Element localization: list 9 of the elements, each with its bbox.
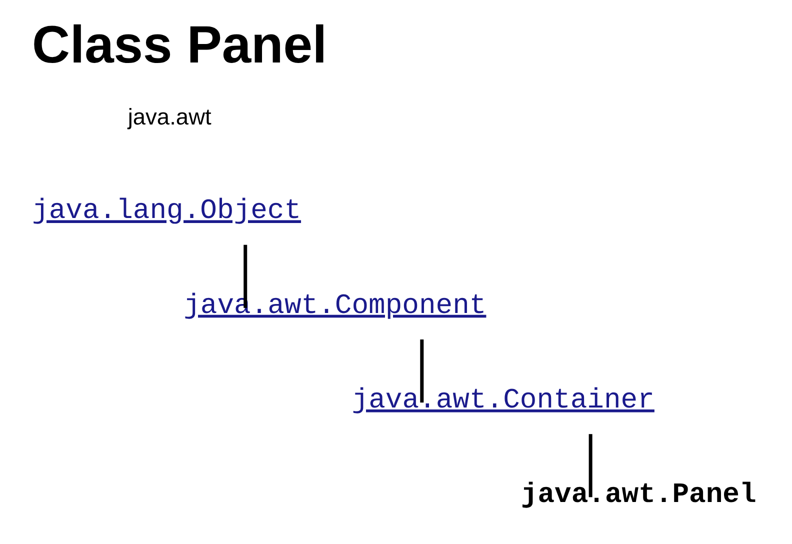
label: java.awt [127, 104, 211, 130]
node-text: java.awt.Component [183, 290, 486, 322]
node-text: java.awt.Panel [520, 480, 756, 512]
connector [588, 434, 592, 498]
connector [243, 244, 247, 308]
node-text: java.lang.Object [32, 196, 301, 228]
diagram-title: Class Panel [32, 16, 327, 75]
node-text: java.awt.Container [351, 385, 654, 416]
connector [420, 339, 424, 403]
